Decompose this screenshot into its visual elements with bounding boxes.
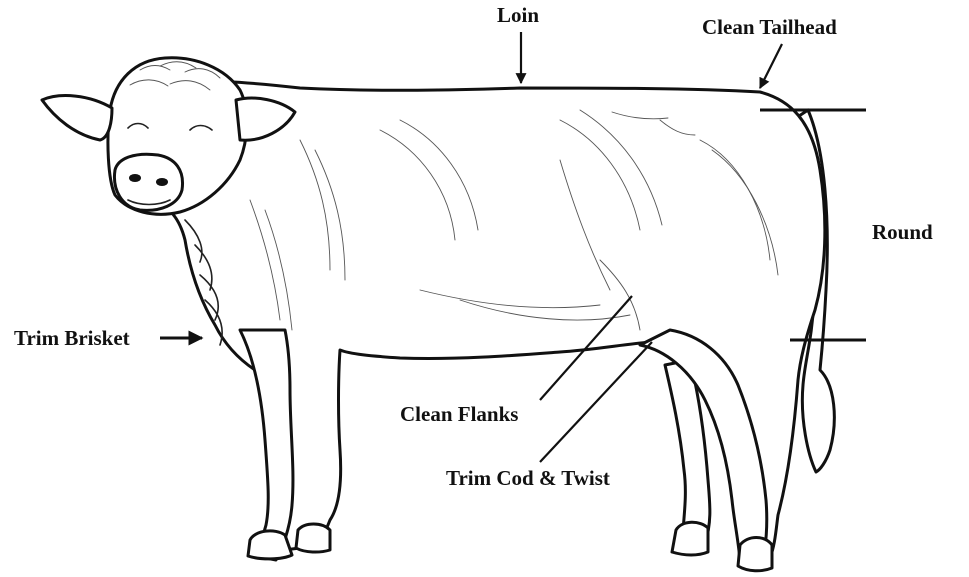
front-hoof-near bbox=[248, 531, 292, 559]
nostril-right bbox=[156, 178, 168, 186]
muzzle bbox=[114, 154, 182, 210]
hind-hoof-near bbox=[738, 538, 772, 571]
label-trim-brisket-group: Trim Brisket bbox=[14, 326, 202, 350]
label-trim-cod-twist: Trim Cod & Twist bbox=[446, 466, 610, 490]
label-loin: Loin bbox=[497, 3, 539, 27]
steer-illustration bbox=[42, 58, 834, 571]
label-clean-flanks: Clean Flanks bbox=[400, 402, 518, 426]
label-clean-tailhead-group: Clean Tailhead bbox=[702, 15, 837, 88]
leader-clean-tailhead bbox=[760, 44, 782, 88]
nostril-left bbox=[129, 174, 141, 182]
leader-trim-cod-twist bbox=[540, 342, 652, 462]
left-ear bbox=[42, 96, 112, 140]
label-trim-brisket: Trim Brisket bbox=[14, 326, 130, 350]
label-round: Round bbox=[872, 220, 933, 244]
label-clean-tailhead: Clean Tailhead bbox=[702, 15, 837, 39]
front-hoof-far bbox=[296, 524, 330, 552]
hind-hoof-far bbox=[672, 522, 708, 555]
label-loin-group: Loin bbox=[497, 3, 539, 83]
